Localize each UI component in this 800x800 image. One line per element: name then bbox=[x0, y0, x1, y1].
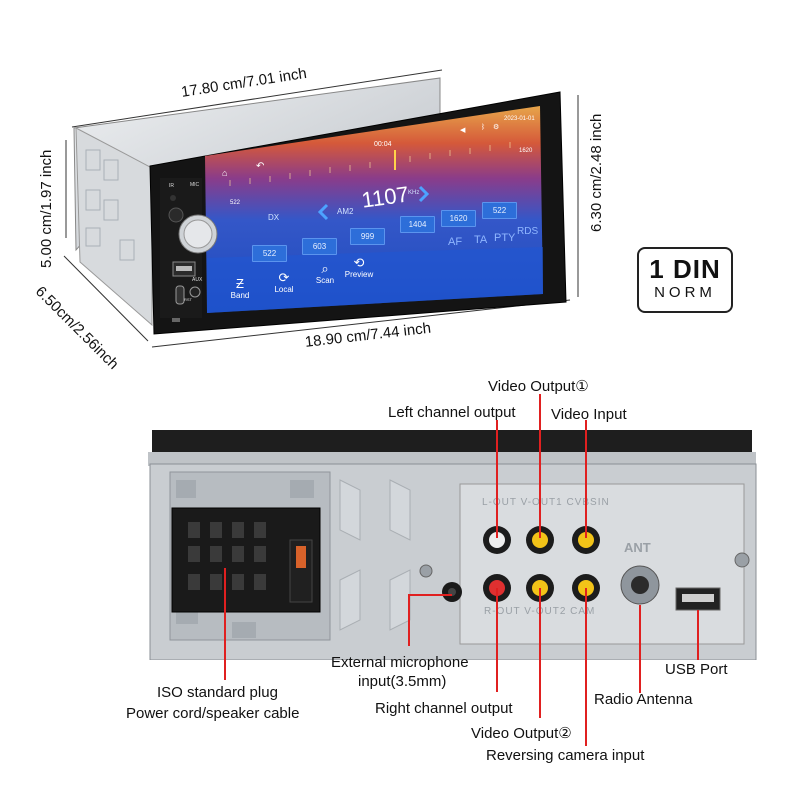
preview-label: Preview bbox=[344, 270, 374, 279]
rst-label: RST bbox=[184, 297, 192, 302]
scan-button[interactable]: ⌕Scan bbox=[307, 261, 343, 286]
panel-print-top: L-OUT V-OUT1 CVBSIN bbox=[482, 497, 610, 508]
label-video-input: Video Input bbox=[551, 406, 627, 423]
bluetooth-icon: ᛒ bbox=[481, 124, 486, 131]
label-radio-antenna: Radio Antenna bbox=[594, 691, 693, 708]
local-label: Local bbox=[274, 285, 294, 294]
label-usb-port: USB Port bbox=[665, 661, 728, 678]
dim-height-left: 5.00 cm/1.97 inch bbox=[38, 149, 55, 268]
back-icon[interactable]: ↶ bbox=[256, 161, 265, 172]
callout-line-video-out-2 bbox=[539, 588, 541, 718]
label-left-channel: Left channel output bbox=[388, 404, 516, 421]
preset-chip[interactable]: 1404 bbox=[400, 216, 435, 233]
flag-rds[interactable]: RDS bbox=[517, 226, 539, 237]
back-panel-drawing bbox=[148, 430, 757, 660]
preset-chip[interactable]: 603 bbox=[302, 238, 337, 255]
mic-label: MIC bbox=[190, 182, 200, 188]
band-label: Band bbox=[230, 291, 250, 300]
band-name: AM2 bbox=[337, 207, 354, 216]
callout-line-usb bbox=[697, 610, 699, 660]
label-video-output-2: Video Output② bbox=[471, 725, 572, 742]
din-badge-subtitle: NORM bbox=[654, 284, 716, 301]
label-reversing-camera: Reversing camera input bbox=[486, 747, 645, 764]
screen-date: 2023-01-01 bbox=[504, 116, 535, 122]
callout-line-right-channel bbox=[496, 588, 498, 692]
callout-line-antenna bbox=[639, 605, 641, 693]
scan-label: Scan bbox=[315, 276, 335, 285]
callout-line-iso bbox=[224, 568, 226, 680]
preset-chip[interactable]: 522 bbox=[252, 245, 287, 262]
panel-print-ant: ANT bbox=[624, 540, 651, 555]
callout-line-video-input bbox=[585, 420, 587, 538]
callout-line-reversing bbox=[585, 588, 587, 746]
flag-ta[interactable]: TA bbox=[474, 234, 488, 246]
din-badge-title: 1 DIN bbox=[649, 254, 721, 284]
preview-icon: ⟲ bbox=[353, 255, 365, 270]
label-right-channel: Right channel output bbox=[375, 700, 513, 717]
freq-unit: KHz bbox=[408, 190, 420, 196]
preset-chip[interactable]: 1620 bbox=[441, 210, 476, 227]
callout-line-mic bbox=[408, 594, 410, 646]
preview-button[interactable]: ⟲Preview bbox=[341, 255, 377, 280]
scale-left: 522 bbox=[230, 200, 241, 206]
play-icon[interactable]: ◀ bbox=[460, 127, 466, 134]
flag-pty[interactable]: PTY bbox=[494, 232, 516, 244]
callout-line-mic-h bbox=[408, 594, 452, 596]
search-icon: ⌕ bbox=[321, 261, 329, 276]
scale-right: 1620 bbox=[519, 148, 533, 154]
device-drawing bbox=[63, 69, 579, 348]
band-dx: DX bbox=[268, 213, 280, 222]
din-badge: 1 DIN NORM bbox=[637, 247, 733, 313]
label-iso-plug: ISO standard plug bbox=[157, 684, 278, 701]
gear-icon[interactable]: ⚙ bbox=[493, 124, 500, 131]
preset-chip[interactable]: 999 bbox=[350, 228, 385, 245]
band-icon: Ƶ bbox=[236, 276, 244, 291]
screen-time: 00:04 bbox=[374, 141, 392, 148]
flag-af[interactable]: AF bbox=[448, 236, 463, 248]
dim-height-right: 6.30 cm/2.48 inch bbox=[588, 113, 605, 232]
home-icon[interactable]: ⌂ bbox=[222, 168, 228, 178]
label-mic-1: External microphone bbox=[331, 654, 469, 671]
local-icon: ⟳ bbox=[278, 270, 290, 285]
label-mic-2: input(3.5mm) bbox=[358, 673, 447, 690]
aux-label: AUX bbox=[192, 277, 203, 283]
label-power-cord: Power cord/speaker cable bbox=[126, 705, 300, 722]
preset-chip[interactable]: 522 bbox=[482, 202, 517, 219]
callout-line-video-out-1 bbox=[539, 394, 541, 538]
label-video-output-1: Video Output① bbox=[488, 378, 589, 395]
local-button[interactable]: ⟳Local bbox=[266, 270, 302, 295]
ir-label: IR bbox=[169, 183, 174, 189]
callout-line-left-channel bbox=[496, 420, 498, 538]
